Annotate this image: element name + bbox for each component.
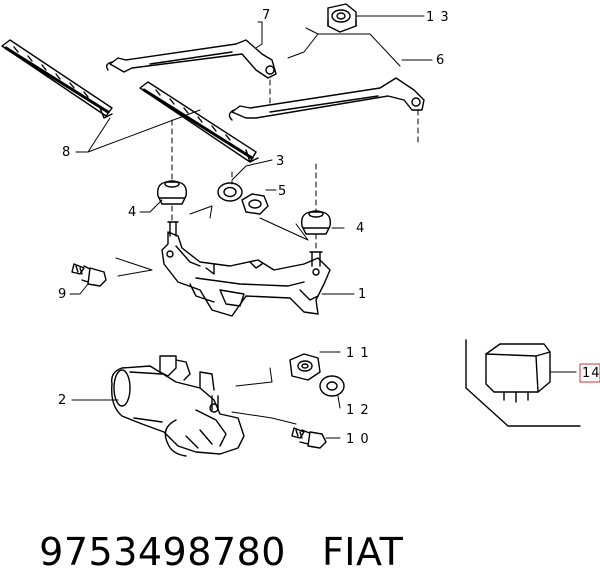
callout-7: 7	[262, 8, 271, 23]
callout-1: 1	[358, 287, 367, 302]
part-caption: 9753498780 FIAT	[14, 486, 403, 574]
callout-14: 14	[582, 366, 600, 381]
callout-3: 3	[276, 154, 285, 169]
callout-4-left: 4	[128, 205, 137, 220]
callout-10: 1 0	[346, 432, 370, 447]
leader-lines	[69, 15, 577, 439]
relay-14	[485, 343, 551, 403]
wiper-linkage-1	[161, 221, 331, 317]
highlight-box-14	[579, 363, 600, 383]
callout-2: 2	[58, 393, 67, 408]
grommet-4-left	[156, 180, 188, 205]
callout-5: 5	[278, 184, 287, 199]
callout-labels: 1 3 7 6 8 3 5 4 4 1 9 2 1 1 1 2 1 0 14	[58, 8, 600, 447]
wiper-blade-center	[139, 81, 259, 163]
wiper-motor-2	[111, 355, 245, 457]
bolt-9	[71, 263, 107, 287]
callout-8: 8	[62, 145, 71, 160]
callout-13: 1 3	[426, 10, 450, 25]
callout-6: 6	[436, 53, 445, 68]
relay-bracket-line	[465, 339, 581, 427]
callout-9: 9	[58, 287, 67, 302]
wiper-blade-left	[1, 39, 113, 119]
washer-3	[217, 182, 243, 202]
wiper-arm-6	[228, 77, 425, 121]
part-number: 9753498780	[39, 530, 286, 574]
washer-12	[319, 375, 345, 397]
callout-4-right: 4	[356, 221, 365, 236]
wiper-arm-7	[105, 39, 277, 79]
callout-12: 1 2	[346, 403, 370, 418]
bolt-10	[291, 427, 327, 449]
wiper-assembly-diagram: 1 3 7 6 8 3 5 4 4 1 9 2 1 1 1 2 1 0 14	[1, 3, 600, 457]
nut-5	[241, 193, 269, 215]
grommet-4-right	[300, 210, 332, 235]
nut-11	[289, 353, 321, 381]
nut-13	[327, 3, 357, 33]
callout-11: 1 1	[346, 346, 370, 361]
brand-name: FIAT	[321, 530, 404, 574]
dashed-assembly-lines	[171, 79, 467, 385]
